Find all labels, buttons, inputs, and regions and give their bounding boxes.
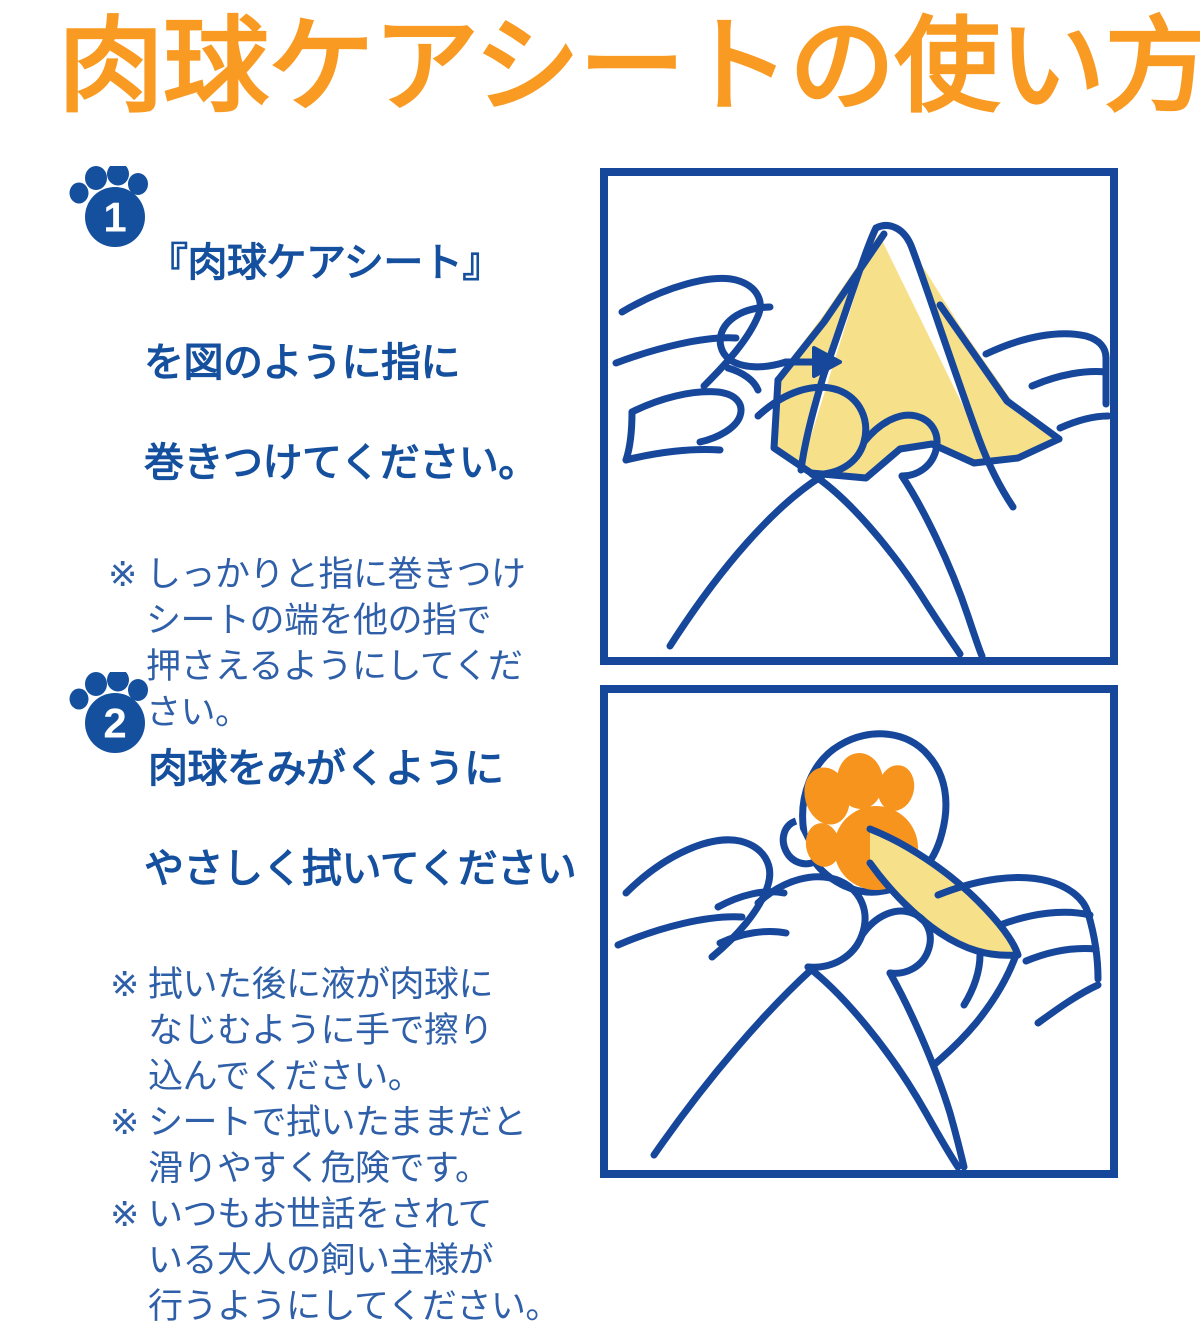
- step-1-notes: ※しっかりと指に巻きつけ シートの端を他の指で 押さえるようにしてくだ さい。: [0, 552, 600, 736]
- step-1-badge-number: 1: [103, 194, 126, 241]
- paw-print-icon: 2: [68, 672, 152, 754]
- note-text: いつもお世話をされて いる大人の飼い主様が 行うようにしてください。: [148, 1195, 560, 1326]
- note-item: ※拭いた後に液が肉球に なじむように手で擦り 込んでください。: [110, 962, 600, 1100]
- note-mark: ※: [110, 1195, 139, 1234]
- step-1-heading-line-3: 巻きつけてください。: [144, 441, 538, 485]
- note-mark: ※: [110, 1103, 139, 1142]
- note-mark: ※: [108, 555, 137, 594]
- infographic-page: 肉球ケアシートの使い方 1 『肉球ケアシート』 を図のように指に 巻きつけてくだ…: [0, 9, 1200, 1326]
- step-2-block: 2 肉球をみがくように やさしく拭いてください ※拭いた後に液が肉球に なじむよ…: [0, 668, 600, 1330]
- note-item: ※シートで拭いたままだと 滑りやすく危険です。: [110, 1100, 600, 1192]
- step-2-heading: 2 肉球をみがくように やさしく拭いてください: [0, 668, 600, 944]
- page-title: 肉球ケアシートの使い方: [58, 9, 1200, 125]
- step-1-heading: 1 『肉球ケアシート』 を図のように指に 巻きつけてください。: [0, 160, 600, 538]
- step-2-heading-line-1: 肉球をみがくように: [148, 747, 504, 791]
- step-2-notes: ※拭いた後に液が肉球に なじむように手で擦り 込んでください。 ※シートで拭いた…: [0, 962, 600, 1330]
- step-2-heading-line-2: やさしく拭いてください: [144, 847, 577, 891]
- wiping-paw-pad-illustration: [600, 685, 1118, 1178]
- note-mark: ※: [110, 965, 139, 1004]
- step-1-heading-text: 『肉球ケアシート』 を図のように指に 巻きつけてください。: [0, 160, 600, 538]
- note-text: 拭いた後に液が肉球に なじむように手で擦り 込んでください。: [148, 965, 494, 1096]
- note-text: シートで拭いたままだと 滑りやすく危険です。: [148, 1103, 527, 1188]
- note-item: ※しっかりと指に巻きつけ シートの端を他の指で 押さえるようにしてくだ さい。: [108, 552, 600, 736]
- step-2-heading-text: 肉球をみがくように やさしく拭いてください: [0, 668, 600, 944]
- finger-wrapped-with-sheet-illustration: [600, 168, 1118, 665]
- note-text: しっかりと指に巻きつけ シートの端を他の指で 押さえるようにしてくだ さい。: [146, 555, 526, 732]
- step-2-illustration-drawing: [614, 730, 1102, 1170]
- note-item: ※いつもお世話をされて いる大人の飼い主様が 行うようにしてください。: [110, 1192, 600, 1330]
- step-1-heading-line-2: を図のように指に: [144, 341, 461, 385]
- paw-print-icon: 1: [68, 166, 152, 248]
- step-1-heading-line-1: 『肉球ケアシート』: [148, 241, 502, 285]
- step-2-badge-number: 2: [103, 700, 126, 747]
- step-1-illustration-drawing: [612, 222, 1110, 657]
- step-1-block: 1 『肉球ケアシート』 を図のように指に 巻きつけてください。 ※しっかりと指に…: [0, 160, 600, 736]
